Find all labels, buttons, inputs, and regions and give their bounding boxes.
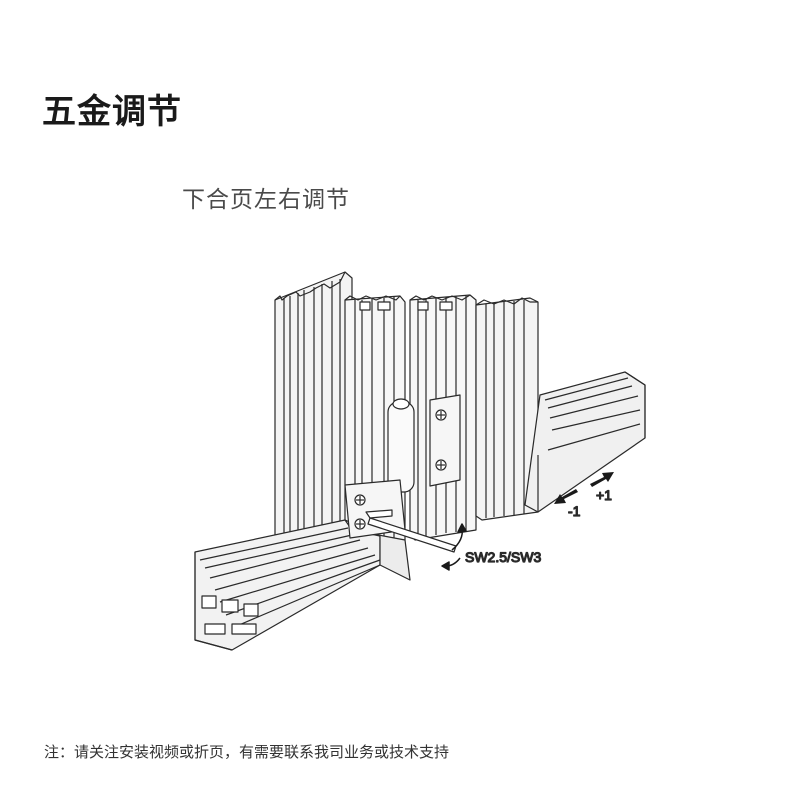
tool-size-label: SW2.5/SW3 (465, 549, 541, 565)
left-frame-vertical (274, 271, 353, 561)
section-subtitle: 下合页左右调节 (182, 187, 350, 213)
rotation-arrows (441, 523, 467, 571)
minus-arrow-icon (554, 489, 578, 504)
bottom-left-frame-horizontal (194, 519, 411, 651)
hinge-assembly (344, 394, 461, 539)
plus-one-label: +1 (596, 487, 612, 503)
hex-key-tool (365, 509, 457, 553)
right-frame-horizontal (524, 371, 646, 513)
plus-arrow-icon (590, 472, 614, 487)
minus-one-label: -1 (568, 503, 581, 519)
footer-note: 注：请关注安装视频或折页，有需要联系我司业务或技术支持 (44, 743, 450, 761)
page-title: 五金调节 (42, 92, 182, 132)
direction-arrows (554, 472, 614, 504)
right-sash-vertical (475, 297, 539, 521)
